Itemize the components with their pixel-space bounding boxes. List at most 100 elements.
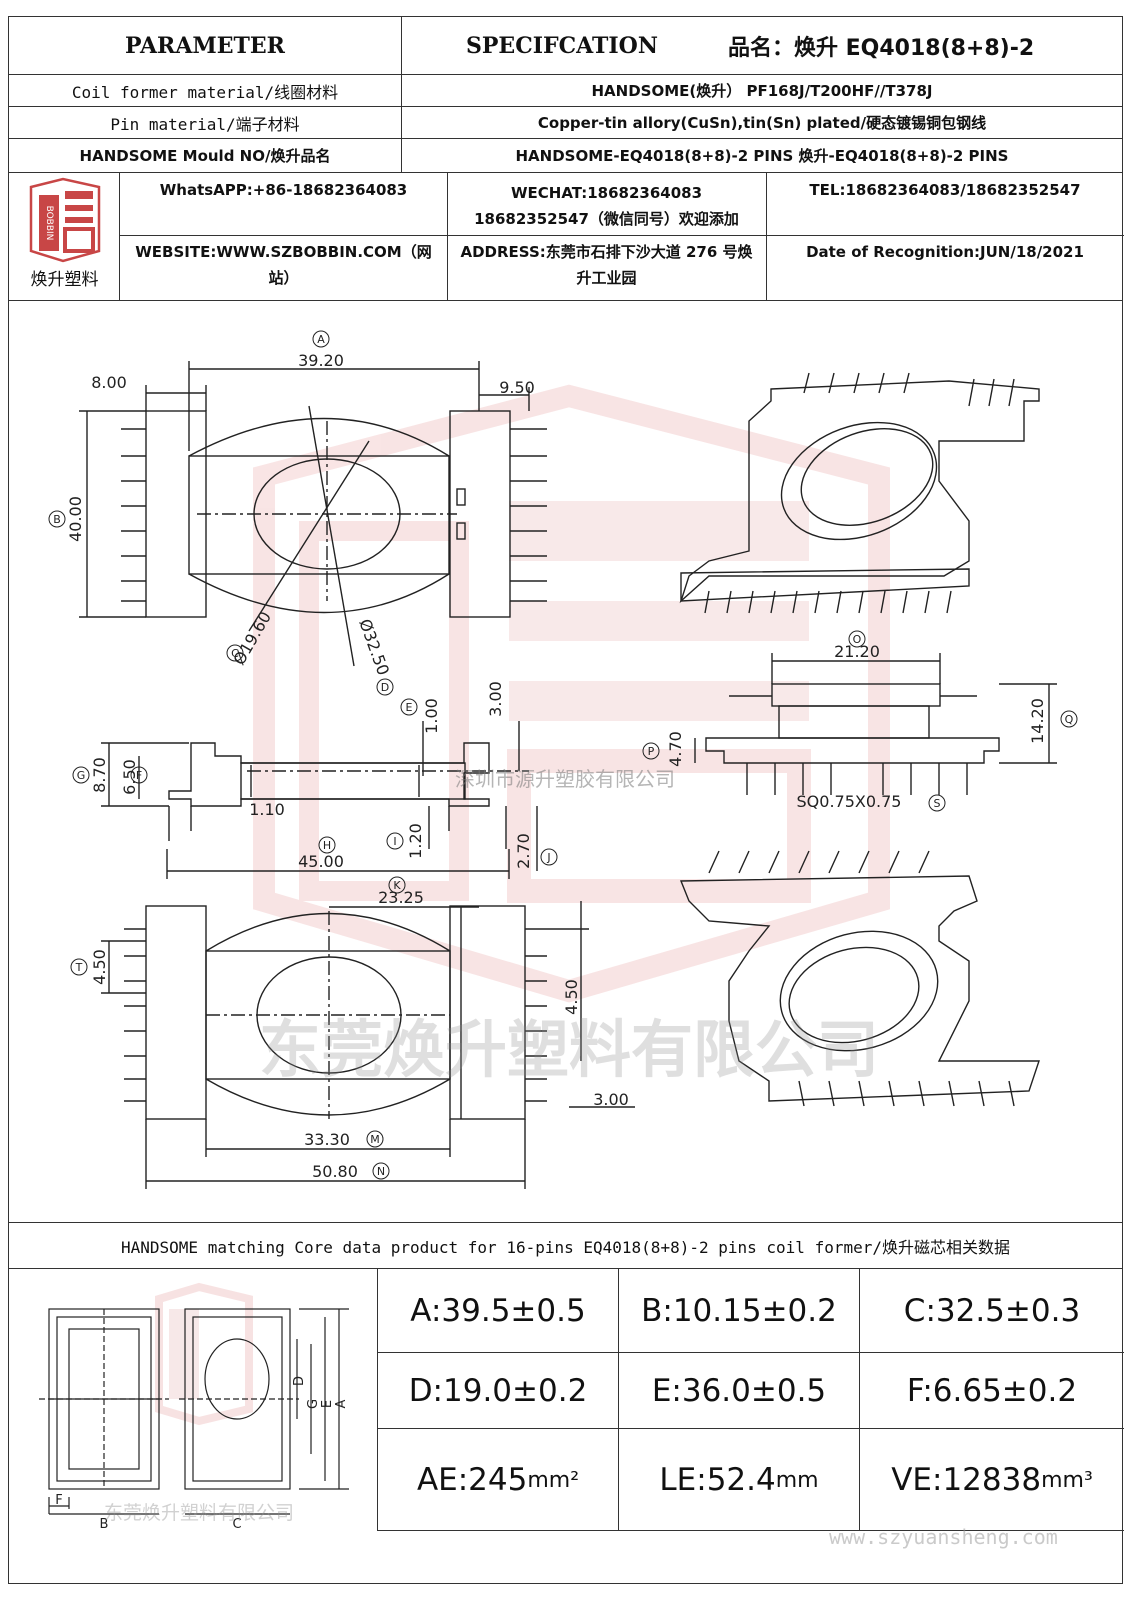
- dim-I: 1.20: [406, 823, 425, 859]
- drawing-svg: 39.20 8.00 9.50 40.00 Ø19.60 Ø32.50 1.00…: [48, 330, 1078, 1189]
- marker-P: P: [642, 742, 660, 760]
- svg-text:S: S: [934, 797, 941, 810]
- dim-D: Ø32.50: [355, 616, 393, 677]
- spec-heading-cell: SPECIFCATION 品名： 焕升 EQ4018(8+8)-2: [402, 17, 1122, 74]
- specification-heading: SPECIFCATION: [466, 32, 658, 59]
- param-label: Pin material/端子材料: [9, 107, 402, 138]
- dim-T: 4.50: [90, 949, 109, 985]
- core-label-D: D: [292, 1376, 307, 1386]
- dim-A: 39.20: [298, 351, 344, 370]
- core-watermark: 东莞焕升塑料有限公司: [104, 1502, 294, 1524]
- marker-J: J: [540, 848, 558, 866]
- core-label-E: E: [320, 1400, 335, 1408]
- wechat: WECHAT:18682364083 18682352547（微信同号）欢迎添加: [447, 173, 766, 235]
- marker-O: O: [848, 630, 866, 648]
- svg-text:J: J: [546, 851, 550, 864]
- dim-B: 40.00: [66, 496, 85, 542]
- param-value: HANDSOME-EQ4018(8+8)-2 PINS 焕升-EQ4018(8+…: [515, 147, 1009, 165]
- marker-G: G: [72, 766, 90, 784]
- dim-N: 50.80: [312, 1162, 358, 1181]
- svg-text:P: P: [648, 745, 655, 758]
- whatsapp: WhatsAPP:+86-18682364083: [159, 181, 408, 199]
- core-data-section: A E G D F B C 东莞焕升塑料有限公司 A:39.5±0.5 B:10…: [9, 1269, 1124, 1585]
- company-logo: BOBBIN 焕升塑料: [9, 173, 120, 301]
- product-name-label: 品名：: [727, 35, 794, 61]
- marker-Q: Q: [1060, 710, 1078, 728]
- svg-text:G: G: [77, 769, 86, 782]
- dim-M: 33.30: [304, 1130, 350, 1149]
- tel: TEL:18682364083/18682352547: [809, 181, 1081, 199]
- dim-3-top: 3.00: [486, 681, 505, 717]
- recognition-date: Date of Recognition:JUN/18/2021: [806, 243, 1084, 261]
- website: WEBSITE:WWW.SZBOBBIN.COM（网站）: [135, 243, 432, 287]
- wechat-line2: 18682352547（微信同号）欢迎添加: [474, 210, 739, 228]
- svg-text:K: K: [393, 879, 401, 892]
- param-row-pin: Pin material/端子材料 Copper-tin allory(CuSn…: [9, 107, 1122, 139]
- svg-text:BOBBIN: BOBBIN: [44, 206, 54, 241]
- dim-E: 1.00: [422, 698, 441, 734]
- core-value-F: F:6.65±0.2: [860, 1353, 1124, 1429]
- le-unit: mm: [775, 1467, 819, 1493]
- dim-R: 4.50: [562, 979, 581, 1015]
- watermark-text-1: 深圳市源升塑胶有限公司: [455, 767, 675, 791]
- logo-text: 焕升塑料: [30, 270, 99, 290]
- core-label-F: F: [55, 1493, 62, 1508]
- dim-K: 23.25: [378, 888, 424, 907]
- logo-icon: BOBBIN: [29, 177, 101, 263]
- dim-Q: 14.20: [1028, 698, 1047, 744]
- svg-text:B: B: [53, 513, 61, 526]
- marker-F: F: [130, 766, 148, 784]
- dim-J: 2.70: [514, 833, 533, 869]
- product-name: 焕升 EQ4018(8+8)-2: [793, 35, 1035, 61]
- dim-8: 8.00: [91, 373, 127, 392]
- marker-N: N: [372, 1162, 390, 1180]
- dim-P: 4.70: [666, 731, 685, 767]
- header-row: PARAMETER SPECIFCATION 品名： 焕升 EQ4018(8+8…: [9, 17, 1122, 75]
- svg-text:F: F: [136, 769, 142, 782]
- dim-3-bottom: 3.00: [593, 1090, 629, 1109]
- le-value: LE:52.4: [659, 1462, 776, 1498]
- param-row-coil: Coil former material/线圈材料 HANDSOME(焕升） P…: [9, 75, 1122, 107]
- marker-T: T: [70, 958, 88, 976]
- svg-text:O: O: [853, 633, 862, 646]
- contact-block: BOBBIN 焕升塑料 WhatsAPP:+86-18682364083 WEC…: [9, 173, 1124, 301]
- spec-sheet: PARAMETER SPECIFCATION 品名： 焕升 EQ4018(8+8…: [8, 16, 1124, 1585]
- svg-text:Q: Q: [1065, 713, 1074, 726]
- param-label: Coil former material/线圈材料: [9, 75, 402, 106]
- svg-text:E: E: [406, 701, 413, 714]
- dim-O: 21.20: [834, 642, 880, 661]
- address: ADDRESS:东莞市石排下沙大道 276 号焕升工业园: [460, 243, 753, 287]
- core-value-C: C:32.5±0.3: [860, 1269, 1124, 1353]
- core-drawing: A E G D F B C 东莞焕升塑料有限公司: [39, 1282, 349, 1532]
- svg-text:N: N: [377, 1165, 385, 1178]
- wechat-line1: WECHAT:18682364083: [510, 184, 702, 202]
- marker-K: K: [388, 876, 406, 894]
- core-value-A: A:39.5±0.5: [378, 1269, 619, 1353]
- svg-text:M: M: [370, 1133, 380, 1146]
- marker-S: S: [928, 794, 946, 812]
- core-value-E: E:36.0±0.5: [619, 1353, 860, 1429]
- footer-url: www.szyuansheng.com: [829, 1525, 1058, 1549]
- svg-text:I: I: [393, 835, 396, 848]
- ve-unit: mm³: [1041, 1467, 1093, 1493]
- marker-C: C: [226, 644, 244, 662]
- svg-text:T: T: [75, 961, 83, 974]
- ae-unit: mm²: [527, 1467, 580, 1493]
- core-value-B: B:10.15±0.2: [619, 1269, 860, 1353]
- svg-text:H: H: [323, 839, 331, 852]
- watermark-logo: [253, 384, 890, 1003]
- svg-text:C: C: [231, 647, 239, 660]
- core-image: A E G D F B C 东莞焕升塑料有限公司: [9, 1269, 378, 1532]
- marker-E: E: [400, 698, 418, 716]
- dim-9-5: 9.50: [499, 378, 535, 397]
- core-label-A: A: [334, 1399, 349, 1408]
- dim-1-10: 1.10: [249, 800, 285, 819]
- dim-S: SQ0.75X0.75: [797, 792, 902, 811]
- svg-text:D: D: [381, 681, 389, 694]
- param-label: HANDSOME Mould NO/焕升品名: [9, 139, 402, 172]
- param-value: Copper-tin allory(CuSn),tin(Sn) plated/硬…: [537, 114, 987, 132]
- dim-H: 45.00: [298, 852, 344, 871]
